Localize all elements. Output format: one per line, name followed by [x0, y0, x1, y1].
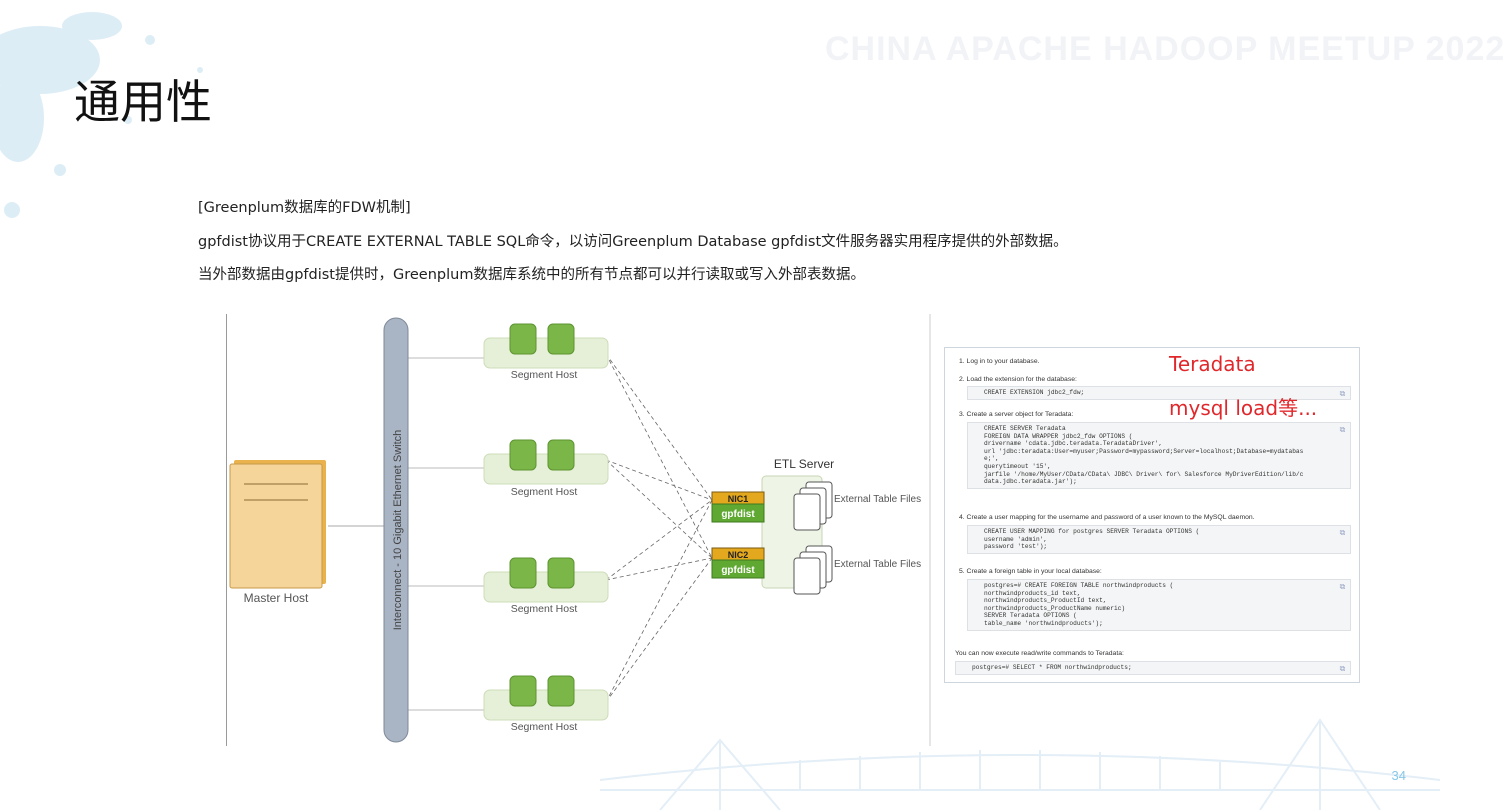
code-line: northwindproducts_ProductId text, [984, 597, 1107, 605]
step-2-text: 2. Load the extension for the database: [959, 376, 1077, 383]
code-line: data.jdbc.teradata.jar'); [984, 478, 1077, 486]
body-text-line-1: [Greenplum数据库的FDW机制] [198, 200, 411, 216]
watercolor-splash-decoration [0, 12, 203, 218]
code-line: postgres=# SELECT * FROM northwindproduc… [972, 664, 1132, 671]
segment-host-label-1: Segment Host [511, 369, 578, 381]
master-host [229, 460, 326, 589]
interconnect-switch-label: Interconnect - 10 Gigabit Ethernet Switc… [392, 430, 404, 631]
gpfdist-box-1 [711, 503, 765, 523]
segment-host-4 [483, 675, 609, 721]
nic2-label: NIC2 [728, 550, 749, 560]
segment-host-label-2: Segment Host [511, 486, 578, 498]
code-line: CREATE EXTENSION jdbc2_fdw; [984, 389, 1085, 396]
gpfdist-box-2 [711, 559, 765, 579]
step-4-text: 4. Create a user mapping for the usernam… [959, 514, 1255, 521]
external-table-files-label-1: External Table Files [834, 494, 921, 505]
body-text-line-2: gpfdist协议用于CREATE EXTERNAL TABLE SQL命令，以… [198, 234, 1068, 250]
code-line: CREATE USER MAPPING for postgres SERVER … [984, 528, 1200, 535]
copy-icon[interactable]: ⧉ [1339, 426, 1346, 435]
etl-server-label: ETL Server [774, 457, 834, 471]
code-line: CREATE SERVER Teradata [984, 425, 1066, 432]
code-line: northwindproducts_id text, [984, 589, 1081, 597]
code-line: FOREIGN DATA WRAPPER jdbc2_fdw OPTIONS ( [984, 432, 1133, 440]
segment-host-2 [483, 439, 609, 485]
code-block-load-extension: CREATE EXTENSION jdbc2_fdw; ⧉ [967, 386, 1351, 400]
code-line: querytimeout '15', [984, 462, 1051, 470]
event-watermark: CHINA APACHE HADOOP MEETUP 2022 [825, 30, 1505, 68]
code-line: table_name 'northwindproducts'); [984, 619, 1103, 627]
foreign-data-wrapper-instructions-panel: 1. Log in to your database. 2. Load the … [944, 347, 1360, 683]
gpfdist-label-1: gpfdist [721, 509, 755, 520]
file-stack-1 [793, 481, 833, 531]
code-line: northwindproducts_ProductName numeric) [984, 604, 1126, 612]
interconnect-switch [383, 317, 409, 743]
segment-host-label-3: Segment Host [511, 603, 578, 615]
segment-to-nic-links [605, 353, 713, 703]
code-block-create-server: CREATE SERVER Teradata FOREIGN DATA WRAP… [967, 422, 1351, 489]
slide-title: 通用性 [74, 75, 212, 129]
code-line: drivername 'cdata.jdbc.teradata.Teradata… [984, 440, 1163, 448]
code-block-select: postgres=# SELECT * FROM northwindproduc… [955, 661, 1351, 675]
copy-icon[interactable]: ⧉ [1339, 665, 1346, 674]
copy-icon[interactable]: ⧉ [1339, 390, 1346, 399]
copy-icon[interactable]: ⧉ [1339, 529, 1346, 538]
page-number: 34 [1391, 768, 1406, 783]
code-line: SERVER Teradata OPTIONS ( [984, 612, 1077, 620]
master-host-label: Master Host [244, 591, 309, 605]
code-line: password 'test'); [984, 543, 1048, 551]
external-table-files-label-2: External Table Files [834, 559, 921, 570]
code-line: jarfile '/home/MyUser/CData/CData\ JDBC\… [984, 470, 1304, 478]
mysql-load-annotation: mysql load等... [1169, 396, 1318, 420]
body-text-line-3: 当外部数据由gpfdist提供时，Greenplum数据库系统中的所有节点都可以… [198, 267, 865, 283]
step-5-text: 5. Create a foreign table in your local … [959, 568, 1102, 575]
switch-links [408, 357, 484, 711]
code-line: url 'jdbc:teradata:User=myuser;Password=… [984, 447, 1304, 455]
bridge-silhouette-decoration [599, 718, 1441, 810]
step-3-text: 3. Create a server object for Teradata: [959, 411, 1074, 418]
copy-icon[interactable]: ⧉ [1339, 583, 1346, 592]
code-line: postgres=# CREATE FOREIGN TABLE northwin… [984, 582, 1174, 589]
code-line: username 'admin', [984, 535, 1048, 543]
teradata-annotation: Teradata [1169, 352, 1256, 376]
file-stack-2 [793, 545, 833, 595]
code-block-foreign-table: postgres=# CREATE FOREIGN TABLE northwin… [967, 579, 1351, 631]
nic1-label: NIC1 [728, 494, 749, 504]
segment-host-1 [483, 323, 609, 369]
greenplum-gpfdist-architecture-diagram: Master Host Interconnect - 10 Gigabit Et… [226, 314, 931, 746]
step-1-text: 1. Log in to your database. [959, 358, 1040, 365]
step-6-text: You can now execute read/write commands … [955, 650, 1124, 657]
code-line: e;', [984, 455, 999, 463]
segment-host-label-4: Segment Host [511, 721, 578, 733]
segment-host-3 [483, 557, 609, 603]
code-block-user-mapping: CREATE USER MAPPING for postgres SERVER … [967, 525, 1351, 554]
gpfdist-label-2: gpfdist [721, 565, 755, 576]
